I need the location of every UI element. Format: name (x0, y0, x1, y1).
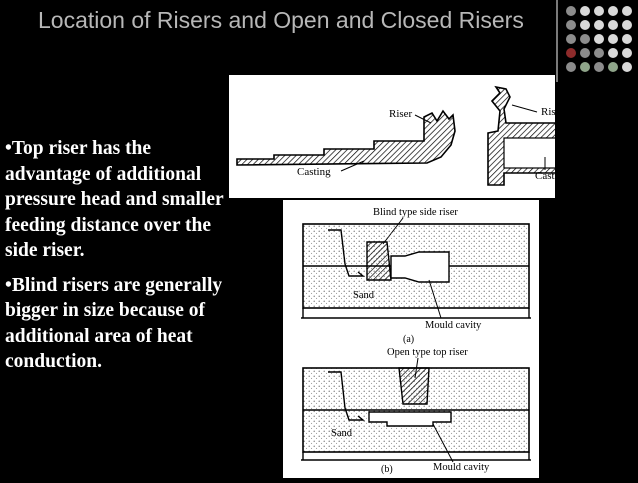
label-casting-left: Casting (297, 166, 331, 178)
decorative-dot (594, 20, 604, 30)
label-riser: Riser (389, 108, 413, 120)
mould-cavity-a (390, 251, 450, 283)
label-casting-right: Casting (535, 170, 555, 182)
title-divider (556, 0, 558, 82)
decorative-dot (566, 48, 576, 58)
decorative-dot (608, 62, 618, 72)
decorative-dot (580, 20, 590, 30)
decorative-dot (608, 34, 618, 44)
decorative-dot (622, 6, 632, 16)
decorative-dot (608, 48, 618, 58)
stepped-casting-shape (236, 109, 456, 166)
label-sand-a: Sand (353, 290, 375, 301)
decorative-dot (622, 34, 632, 44)
bullet-list: •Top riser has the advantage of addition… (5, 136, 237, 384)
decorative-dot (566, 34, 576, 44)
bullet-top-riser: •Top riser has the advantage of addition… (5, 138, 224, 261)
decorative-dot (580, 62, 590, 72)
caption-b: (b) (381, 464, 393, 475)
decorative-dot (594, 6, 604, 16)
decorative-dot (622, 20, 632, 30)
blind-riser-shape (366, 241, 392, 281)
label-open-riser: Open type top riser (387, 347, 468, 358)
decorative-dot (566, 6, 576, 16)
label-mould-cavity-a: Mould cavity (425, 320, 482, 331)
decorative-dot (580, 6, 590, 16)
bullet-blind-risers: •Blind risers are generally bigger in si… (5, 274, 223, 373)
label-mould-cavity-b: Mould cavity (433, 462, 490, 473)
decorative-dot (566, 62, 576, 72)
slide-title: Location of Risers and Open and Closed R… (38, 7, 524, 33)
decorative-dot (594, 48, 604, 58)
riser-diagram-bottom: Blind type side riser Sand Mould cavity … (301, 207, 531, 475)
decorative-dot (608, 6, 618, 16)
label-blind-riser: Blind type side riser (373, 207, 458, 218)
label-risers: Risers (541, 106, 555, 118)
riser-figure-top: Riser Casting Risers Casting (229, 75, 601, 198)
riser-diagram-top: Riser Casting Risers Casting (236, 85, 601, 186)
mould-cavity-b (368, 411, 452, 427)
decorative-dot (622, 62, 632, 72)
riser-figure-bottom: Blind type side riser Sand Mould cavity … (283, 200, 539, 478)
decorative-dot (608, 20, 618, 30)
decorative-dot (580, 34, 590, 44)
decorative-dot (594, 62, 604, 72)
decorative-dot (580, 48, 590, 58)
decorative-dot (566, 20, 576, 30)
caption-a: (a) (403, 334, 414, 345)
decorative-dot (594, 34, 604, 44)
decorative-dot (622, 48, 632, 58)
open-riser-shape (398, 367, 430, 405)
label-sand-b: Sand (331, 428, 353, 439)
decorative-dot-grid (566, 6, 636, 76)
